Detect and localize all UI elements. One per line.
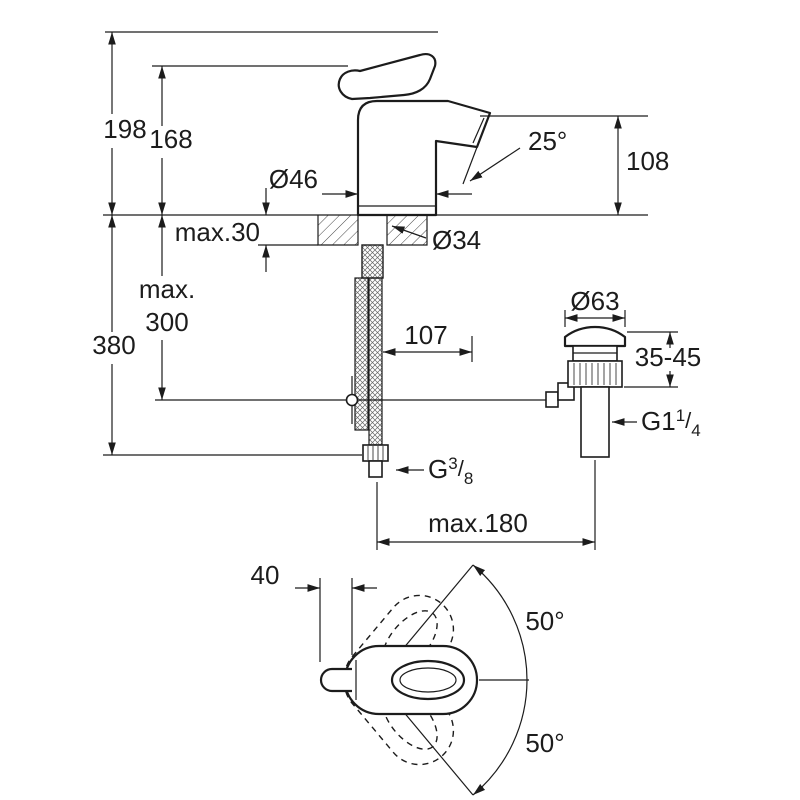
- dim-waste-thread: G11/4: [641, 406, 701, 440]
- swivel-outline-lower: [343, 646, 455, 766]
- hose-connector-tail: [368, 460, 383, 478]
- dim-max-180: max.180: [428, 508, 528, 538]
- dim-spout-reach: 107: [404, 320, 447, 350]
- angle-arc-lower: [472, 679, 528, 796]
- dim-supply-thread: G3/8: [428, 454, 473, 488]
- dim-hole-diameter: Ø34: [432, 225, 481, 255]
- drain-assembly: [557, 325, 627, 458]
- drain-flange: [563, 325, 627, 348]
- aerator-line: [472, 117, 485, 144]
- waste-thread-den: 4: [691, 421, 700, 440]
- angle-arc-upper: [472, 564, 528, 681]
- under-counter-parts: [354, 244, 389, 478]
- counter-edge-right: [386, 215, 428, 246]
- faucet-body-group: [337, 53, 492, 217]
- faucet-lever: [337, 53, 437, 101]
- supply-thread-base: G: [428, 454, 448, 484]
- dim-lever-offset: 40: [251, 560, 280, 590]
- dim-swivel-upper: 50°: [525, 606, 564, 636]
- leader-hole-dia: [391, 225, 427, 239]
- counter-edge-left: [317, 215, 359, 246]
- dim-swivel-lower: 50°: [525, 728, 564, 758]
- threaded-shank: [361, 244, 384, 279]
- dim-hose-max-value: 300: [145, 307, 188, 337]
- rod-clamp: [545, 391, 559, 408]
- dim-hose-max-word: max.: [139, 274, 195, 304]
- dim-total-below: 380: [92, 330, 135, 360]
- max-180-value: 180: [484, 508, 527, 538]
- supply-hose-right: [368, 277, 383, 446]
- spout-escutcheon-inner: [399, 667, 457, 693]
- drain-tailpipe: [580, 386, 610, 458]
- spout-escutcheon-outer: [390, 659, 466, 701]
- waste-thread-num: 1: [676, 406, 685, 425]
- plan-view: 50° 50° 40: [251, 560, 565, 796]
- waste-thread-slash: /: [685, 408, 692, 433]
- dim-waste-flange-diameter: Ø63: [570, 286, 619, 316]
- side-view: [103, 53, 648, 478]
- faucet-plan-lever: [319, 667, 352, 693]
- counter-section: [103, 214, 648, 246]
- dim-spout-angle: 25°: [528, 126, 567, 156]
- spout-angle-face-line: [462, 112, 491, 185]
- dim-base-diameter: Ø46: [269, 164, 318, 194]
- dim-height-body: 168: [149, 124, 192, 154]
- max-180-word: max.: [428, 508, 484, 538]
- pop-up-rod: [155, 376, 559, 424]
- dim-deck-thickness: max.30: [175, 217, 260, 247]
- counter-hatch-right: [387, 215, 427, 245]
- dim-waste-clamp-range: 35-45: [635, 342, 702, 372]
- faucet-body: [356, 99, 492, 217]
- supply-thread-den: 8: [464, 469, 473, 488]
- dimensions-side-view: 198 168 108 25° Ø46 max.30 Ø34 max. 300 …: [92, 31, 702, 550]
- dim-spout-height: 108: [626, 146, 669, 176]
- supply-hose-left: [354, 277, 369, 431]
- supply-thread-slash: /: [458, 456, 465, 481]
- supply-thread-num: 3: [448, 454, 457, 473]
- dim-height-total: 198: [103, 114, 146, 144]
- hose-connector-nut: [362, 444, 389, 462]
- waste-thread-base: G1: [641, 406, 676, 436]
- counter-hatch-left: [318, 215, 358, 245]
- leader-spout-angle: [469, 147, 521, 182]
- rod-ball-joint: [345, 393, 359, 407]
- drain-nut: [567, 360, 623, 388]
